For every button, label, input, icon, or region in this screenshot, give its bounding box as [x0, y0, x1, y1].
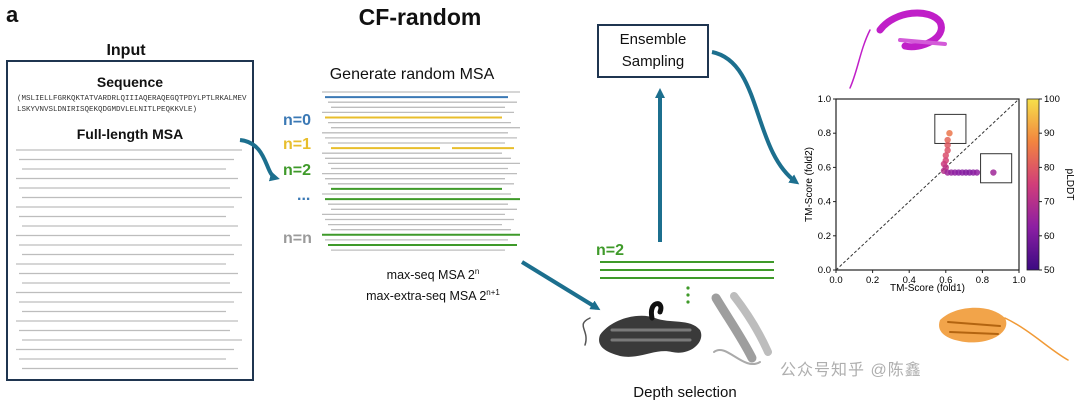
data-point [990, 169, 997, 176]
highlight-box [934, 113, 967, 144]
ensemble-line1: Ensemble [619, 31, 687, 48]
arrow-ensemble-to-plot [711, 50, 800, 185]
x-tick-label: 1.0 [1012, 275, 1025, 286]
colorbar-tick-label: 70 [1044, 197, 1055, 208]
colorbar-tick-label: 90 [1044, 128, 1055, 139]
y-tick-label: 0.6 [818, 162, 831, 173]
depth-selection-label: Depth selection [633, 384, 737, 401]
data-point [946, 130, 953, 137]
protein-structure-orange [939, 307, 1069, 361]
input-label: Input [80, 42, 172, 60]
colorbar-tick-label: 100 [1044, 94, 1060, 105]
figure-title: CF-random [358, 4, 482, 30]
protein-structure-magenta [849, 9, 947, 89]
colorbar-tick-label: 60 [1044, 231, 1055, 242]
depth-dots [686, 286, 690, 304]
x-tick-label: 0.2 [866, 275, 879, 286]
sequence-label: Sequence [96, 74, 164, 90]
input-panel [6, 60, 254, 381]
generate-msa-title: Generate random MSA [329, 66, 495, 83]
sequence-text: (MSLIELLFGRKQKTATVARDRLQIIIAQERAQEGQTPDY… [17, 95, 247, 114]
x-tick-label: 0.6 [939, 275, 952, 286]
ensemble-line2: Sampling [621, 53, 685, 70]
random-msa-lines [322, 91, 520, 251]
y-axis-label: TM-Score (fold2) [804, 147, 815, 222]
colorbar [1026, 98, 1040, 271]
data-point [973, 169, 981, 176]
y-tick-label: 1.0 [818, 94, 831, 105]
max-extra-seq-text: max-extra-seq MSA 2 [366, 289, 487, 304]
y-tick-label: 0.8 [818, 128, 831, 139]
nn-label: n=n [283, 230, 312, 247]
y-tick-label: 0.2 [818, 231, 831, 242]
ensemble-sampling-box: Ensemble Sampling [597, 24, 709, 78]
panel-letter: a [6, 2, 19, 27]
data-point [944, 136, 951, 144]
protein-structure-light [711, 292, 772, 365]
y-tick-label: 0.0 [818, 265, 831, 276]
max-seq-caption: max-seq MSA 2n max-extra-seq MSA 2n+1 [318, 263, 548, 305]
max-seq-line: max-seq MSA 2n [318, 263, 548, 284]
watermark: 公众号知乎 @陈鑫 [780, 362, 922, 379]
arrow-input-to-generate [239, 138, 280, 182]
colorbar-tick-label: 80 [1044, 162, 1055, 173]
max-seq-text: max-seq MSA 2 [386, 268, 475, 283]
max-extra-seq-exponent: n+1 [486, 288, 500, 298]
ellipsis-label: ... [297, 187, 311, 204]
depth-msa-lines [600, 261, 774, 279]
data-point [942, 152, 949, 159]
n2-label: n=2 [283, 162, 312, 179]
colorbar-label: pLDDT [1064, 169, 1075, 201]
arrow-generate-to-depth [520, 260, 601, 311]
protein-structure-dark [582, 301, 702, 357]
x-tick-label: 0.8 [976, 275, 989, 286]
depth-n2-label: n=2 [596, 242, 625, 259]
max-extra-seq-line: max-extra-seq MSA 2n+1 [318, 284, 548, 305]
n0-label: n=0 [283, 112, 312, 129]
max-seq-exponent: n [474, 267, 480, 276]
highlight-box [980, 153, 1013, 184]
full-length-msa-label: Full-length MSA [76, 126, 184, 142]
x-axis-label: TM-Score (fold1) [890, 283, 965, 294]
data-point [944, 141, 951, 149]
data-point [944, 147, 951, 154]
diagonal-line [835, 98, 1020, 271]
colorbar-tick-label: 50 [1044, 265, 1055, 276]
n1-label: n=1 [283, 136, 312, 153]
y-tick-label: 0.4 [818, 197, 831, 208]
x-tick-label: 0.0 [829, 275, 842, 286]
full-length-msa-lines [16, 149, 242, 370]
x-tick-label: 0.4 [903, 275, 916, 286]
